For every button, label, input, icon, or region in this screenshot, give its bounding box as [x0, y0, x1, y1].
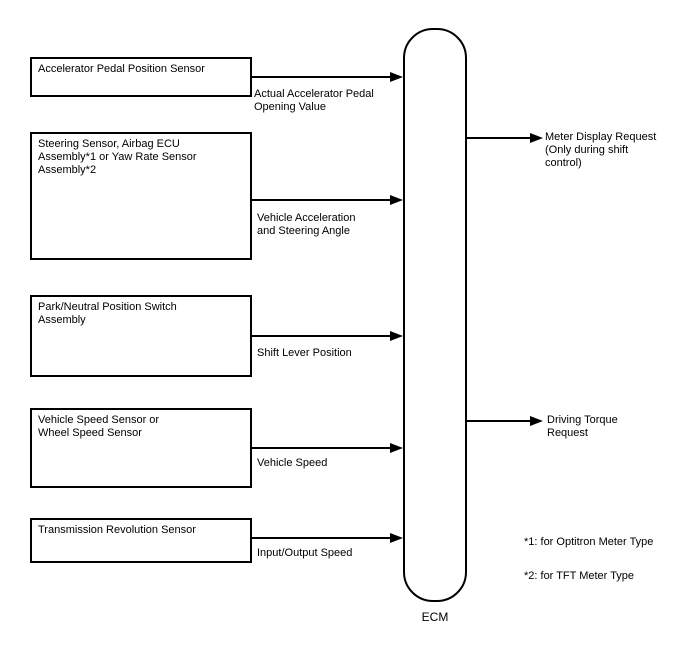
output-signal-label: Meter Display Request (Only during shift…: [545, 131, 657, 169]
sensor-box-accelerator-pedal-position: Accelerator Pedal Position Sensor: [30, 57, 252, 97]
input-arrow-line: [252, 537, 391, 539]
sensor-box-vehicle-wheel-speed: Vehicle Speed Sensor or Wheel Speed Sens…: [30, 408, 252, 488]
input-arrow-line: [252, 199, 391, 201]
right-arrowhead-icon: [390, 331, 403, 341]
input-arrow-line: [252, 76, 391, 78]
input-arrow-line: [252, 447, 391, 449]
right-arrowhead-icon: [530, 416, 543, 426]
input-signal-label: Vehicle Speed: [257, 457, 328, 469]
right-arrowhead-icon: [530, 133, 543, 143]
input-signal-label: Vehicle Acceleration and Steering Angle: [257, 212, 356, 237]
right-arrowhead-icon: [390, 195, 403, 205]
input-arrow-line: [252, 335, 391, 337]
sensor-box-steering-airbag-yaw-rate: Steering Sensor, Airbag ECU Assembly*1 o…: [30, 132, 252, 260]
footnote-tft-meter: *2: for TFT Meter Type: [524, 570, 635, 582]
right-arrowhead-icon: [390, 443, 403, 453]
output-arrow-line: [465, 137, 530, 139]
right-arrowhead-icon: [390, 533, 403, 543]
output-signal-label: Driving Torque Request: [547, 414, 618, 439]
ecm-block: [403, 28, 467, 602]
input-signal-label: Shift Lever Position: [257, 347, 352, 359]
right-arrowhead-icon: [390, 72, 403, 82]
ecm-label: ECM: [421, 610, 449, 624]
input-signal-label: Actual Accelerator Pedal Opening Value: [254, 88, 374, 113]
sensor-box-transmission-revolution: Transmission Revolution Sensor: [30, 518, 252, 563]
footnote-optitron-meter: *1: for Optitron Meter Type: [524, 536, 654, 548]
output-arrow-line: [465, 420, 530, 422]
sensor-box-park-neutral-switch: Park/Neutral Position Switch Assembly: [30, 295, 252, 377]
input-signal-label: Input/Output Speed: [257, 547, 353, 559]
